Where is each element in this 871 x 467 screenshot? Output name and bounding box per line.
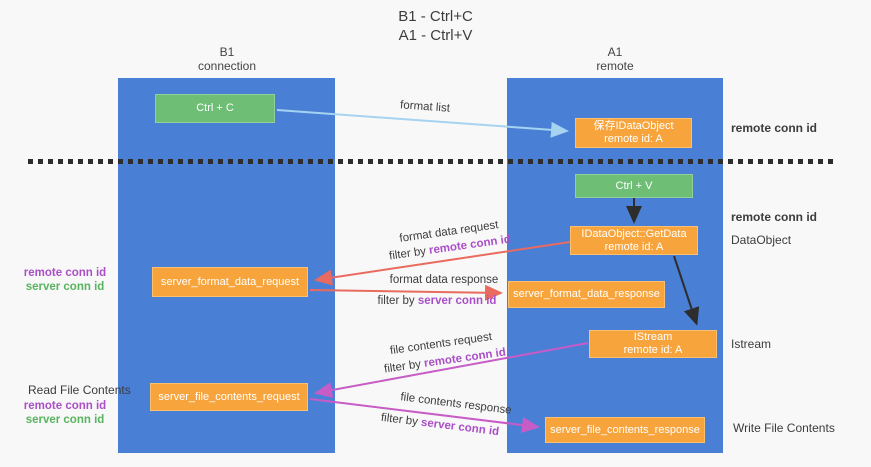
label-dataobject: DataObject — [731, 233, 792, 247]
lane-a1-subtitle: remote — [596, 59, 634, 73]
node-save-idataobject-line2: remote id: A — [604, 133, 663, 145]
node-ctrl-c: Ctrl + C — [155, 94, 275, 123]
filter-by-text: filter by — [388, 244, 430, 263]
label-istream: Istream — [731, 337, 772, 351]
label-remote-conn-id-left-2: remote conn id — [23, 400, 107, 412]
node-istream: IStream remote id: A — [589, 330, 717, 358]
node-server-file-contents-request-label: server_file_contents_request — [158, 390, 300, 403]
filter-by-text: filter by — [377, 295, 418, 307]
lane-header-b1: B1 connection — [157, 45, 297, 73]
node-istream-line1: IStream — [633, 331, 673, 343]
label-group-conn-ids-file: remote conn id server conn id — [20, 399, 110, 427]
arrow-format-data-response — [309, 284, 503, 301]
title-line-2: A1 - Ctrl+V — [398, 27, 473, 44]
node-server-format-data-request-label: server_format_data_request — [160, 275, 300, 288]
node-ctrl-v: Ctrl + V — [575, 174, 693, 198]
node-idataobject-getdata: IDataObject::GetData remote id: A — [570, 226, 698, 255]
filter-by-text: filter by — [383, 357, 425, 376]
label-remote-conn-id-top-right: remote conn id — [731, 121, 818, 135]
filter-key-server-conn-id: server conn id — [417, 295, 497, 307]
label-write-file-contents: Write File Contents — [733, 421, 835, 435]
node-server-file-contents-response-label: server_file_contents_response — [550, 423, 700, 436]
title-line-1: B1 - Ctrl+C — [398, 8, 473, 25]
lane-b1-name: B1 — [219, 45, 235, 59]
lane-b1-subtitle: connection — [197, 59, 257, 73]
edge-label-format-list: format list — [399, 99, 451, 115]
edge-label-format-data-response-filter: filter by server conn id — [362, 295, 512, 307]
filter-key-server-conn-id: server conn id — [420, 416, 500, 439]
label-server-conn-id-left-2: server conn id — [25, 414, 105, 426]
edge-label-format-data-response: format data response — [389, 274, 499, 286]
filter-by-text: filter by — [380, 411, 422, 429]
node-server-file-contents-response: server_file_contents_response — [545, 417, 705, 443]
node-save-idataobject-line1: 保存IDataObject — [593, 120, 674, 132]
label-remote-conn-id-mid-right: remote conn id — [731, 210, 818, 224]
node-ctrl-v-label: Ctrl + V — [615, 179, 653, 192]
node-idataobject-getdata-line2: remote id: A — [604, 240, 664, 253]
node-idataobject-getdata-line1: IDataObject::GetData — [581, 227, 687, 240]
node-server-format-data-response: server_format_data_response — [508, 281, 665, 308]
node-server-file-contents-request: server_file_contents_request — [150, 383, 308, 411]
label-remote-conn-id-left-1: remote conn id — [23, 267, 107, 279]
node-save-idataobject: 保存IDataObject remote id: A — [575, 118, 692, 148]
phase-separator-dashed-line — [28, 159, 834, 164]
label-group-conn-ids-format: remote conn id server conn id — [20, 266, 110, 294]
label-read-file-contents: Read File Contents — [28, 383, 131, 397]
lane-a1-name: A1 — [607, 45, 623, 59]
node-server-format-data-request: server_format_data_request — [152, 267, 308, 297]
node-ctrl-c-label: Ctrl + C — [196, 102, 234, 114]
node-istream-line2: remote id: A — [623, 344, 683, 356]
label-server-conn-id-left-1: server conn id — [25, 281, 105, 293]
node-server-format-data-response-label: server_format_data_response — [513, 288, 660, 300]
lane-header-a1: A1 remote — [545, 45, 685, 73]
diagram-title: B1 - Ctrl+C A1 - Ctrl+V — [0, 7, 871, 45]
